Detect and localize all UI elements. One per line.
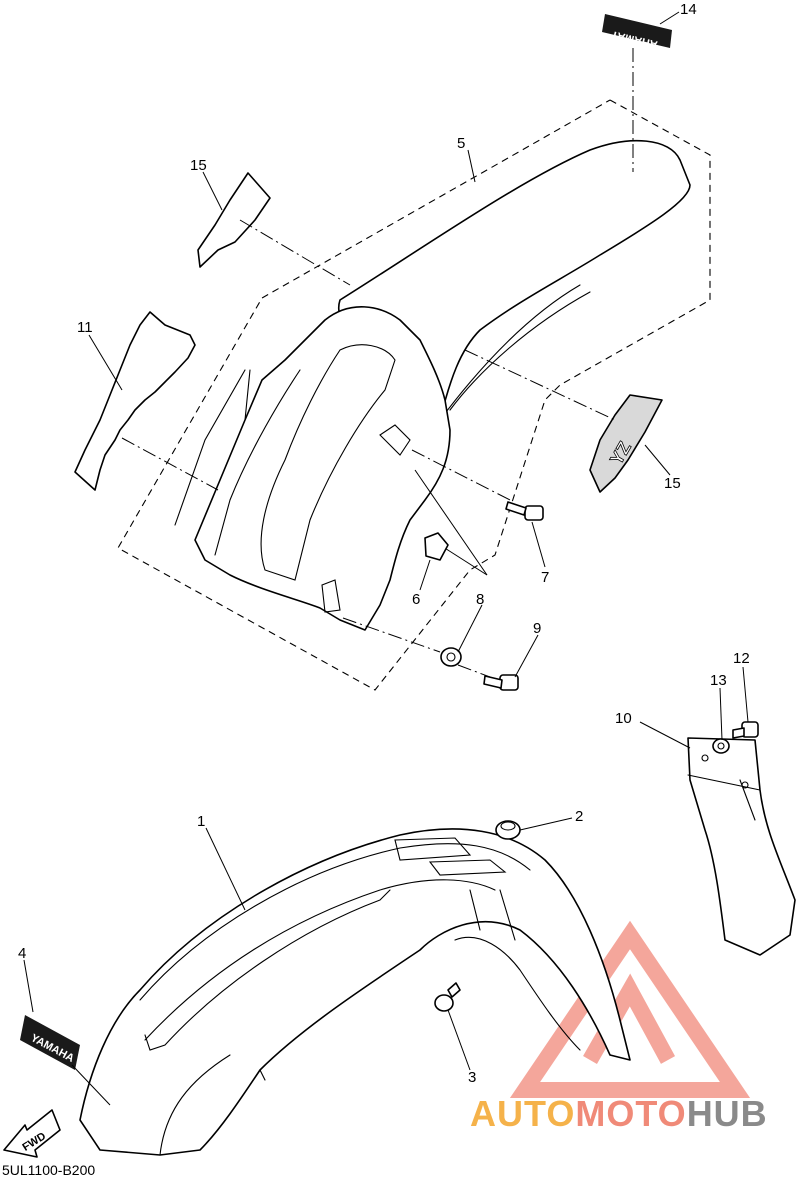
centerline: [464, 349, 616, 421]
watermark-hub: HUB: [686, 1093, 768, 1134]
guide-line: [439, 544, 488, 576]
nut-6: [424, 532, 449, 561]
callout-15-left: 15: [190, 157, 207, 174]
guide-line: [414, 469, 488, 576]
callout-11: 11: [77, 319, 93, 336]
callout-12: 12: [733, 650, 750, 667]
watermark-text: AUTOMOTOHUB: [470, 1093, 768, 1135]
decal-4-yamaha: YAMAHA: [20, 1015, 80, 1070]
bolt-9: [483, 674, 519, 691]
bolt-7: [505, 501, 544, 521]
diagram-code: 5UL1100-B200: [2, 1162, 96, 1178]
callout-3: 3: [468, 1069, 476, 1086]
bolt-12: [732, 721, 759, 739]
callout-8: 8: [476, 591, 484, 608]
watermark-auto: AUTO: [470, 1093, 576, 1134]
washer-13: [712, 738, 730, 754]
rear-fender-inner: [174, 306, 451, 631]
centerline: [457, 664, 491, 678]
bolt-3: [434, 982, 461, 1012]
callout-15-right: 15: [664, 475, 681, 492]
centerline: [411, 449, 511, 501]
centerline: [239, 219, 351, 286]
decal-15-left: [197, 172, 271, 268]
callout-7: 7: [541, 569, 549, 586]
callout-5: 5: [457, 135, 465, 152]
callout-9: 9: [533, 620, 541, 637]
callout-13: 13: [710, 672, 727, 689]
decal-14-yamaha: YAMAHA: [602, 14, 672, 50]
collar-8: [440, 647, 462, 667]
callout-6: 6: [412, 591, 420, 608]
centerline: [121, 437, 219, 491]
watermark-moto: MOTO: [575, 1093, 687, 1134]
grommet-2: [495, 820, 521, 840]
callout-2: 2: [575, 808, 583, 825]
mud-flap: [687, 737, 796, 956]
decal-11: [74, 311, 196, 491]
callout-1: 1: [197, 813, 205, 830]
decal-15-right: [589, 394, 663, 493]
assembly-outline: [117, 99, 711, 691]
callout-14: 14: [680, 1, 697, 18]
callout-labels: 1 2 3 4 5 6 7 8 9 10 11 12 13 14 15 15: [18, 1, 750, 1086]
callout-10: 10: [615, 710, 632, 727]
centerline: [342, 617, 441, 653]
callout-4: 4: [18, 945, 26, 962]
front-fender: [79, 828, 631, 1156]
leader-lines: [23, 11, 749, 1106]
fwd-arrow-icon: FWD: [3, 1109, 61, 1158]
